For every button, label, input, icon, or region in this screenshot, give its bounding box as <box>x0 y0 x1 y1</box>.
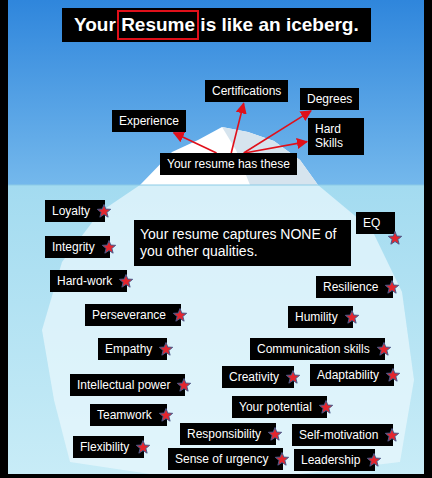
quality-box: Intellectual power <box>70 374 185 396</box>
star-symbol <box>388 231 402 245</box>
star-symbol <box>136 440 150 454</box>
star-symbol <box>159 408 173 422</box>
box-text: EQ <box>363 216 380 230</box>
star-symbol <box>97 204 111 218</box>
star-symbol <box>386 368 400 382</box>
star-shape <box>389 232 402 245</box>
star-symbol <box>268 427 282 441</box>
star-symbol <box>159 342 173 356</box>
quality-box: Communication skills <box>250 338 385 360</box>
iceberg-underwater <box>42 185 414 474</box>
star-shape <box>173 309 186 322</box>
box-text: Communication skills <box>257 342 370 356</box>
star-shape <box>268 428 281 441</box>
box-text: Teamwork <box>97 408 152 422</box>
box-text: Your resume captures NONE of you other q… <box>140 226 345 260</box>
star-shape <box>386 281 399 294</box>
quality-box: EQ <box>356 212 395 234</box>
label-box: Certifications <box>205 80 288 102</box>
arrow-connector <box>174 133 217 153</box>
quality-box: Flexibility <box>73 436 144 458</box>
label-box: Experience <box>112 110 186 132</box>
label-box: Degrees <box>300 88 359 110</box>
star-shape <box>160 343 173 356</box>
star-shape <box>137 441 150 454</box>
box-text: Humility <box>295 310 338 324</box>
star-symbol <box>275 452 289 466</box>
quality-box: Integrity <box>45 236 110 258</box>
box-text: Hard Skills <box>315 122 357 151</box>
quality-box: Leadership <box>294 449 375 471</box>
star-symbol <box>177 378 191 392</box>
box-text: Adaptability <box>317 368 379 382</box>
label-box: Hard Skills <box>308 118 364 155</box>
box-text: Resilience <box>323 280 378 294</box>
quality-box: Responsibility <box>180 423 276 445</box>
quality-box: Your potential <box>232 396 327 418</box>
star-shape <box>120 275 133 288</box>
star-shape <box>368 454 381 467</box>
quality-box: Loyalty <box>45 200 105 222</box>
star-symbol <box>119 274 133 288</box>
star-symbol <box>385 280 399 294</box>
quality-box: Humility <box>288 306 353 328</box>
water <box>8 185 424 474</box>
box-text: Degrees <box>307 92 352 106</box>
box-text: Loyalty <box>52 204 90 218</box>
star-symbol <box>385 428 399 442</box>
star-shape <box>345 311 358 324</box>
quality-box: Sense of urgency <box>168 448 283 470</box>
star-shape <box>286 371 299 384</box>
quality-box: Empathy <box>98 338 167 360</box>
star-symbol <box>102 240 116 254</box>
star-shape <box>377 343 390 356</box>
quality-box: Adaptability <box>310 364 394 386</box>
quality-box: Teamwork <box>90 404 167 426</box>
box-text: Your resume has these <box>167 157 290 171</box>
box-text: Leadership <box>301 453 360 467</box>
box-text: Intellectual power <box>77 378 170 392</box>
star-shape <box>159 409 172 422</box>
box-text: Flexibility <box>80 440 129 454</box>
star-shape <box>386 369 399 382</box>
star-shape <box>102 241 115 254</box>
label-box: Your resume has these <box>160 153 297 175</box>
arrow-connector <box>245 142 307 153</box>
box-text: Perseverance <box>92 308 166 322</box>
star-shape <box>97 205 110 218</box>
box-text: Empathy <box>105 342 152 356</box>
star-symbol <box>173 308 187 322</box>
star-symbol <box>377 342 391 356</box>
quality-box: Creativity <box>222 366 294 388</box>
box-text: Self-motivation <box>299 428 378 442</box>
box-text: Responsibility <box>187 427 261 441</box>
star-symbol <box>367 453 381 467</box>
star-shape <box>276 453 289 466</box>
quality-box: Resilience <box>316 276 393 298</box>
box-text: Sense of urgency <box>175 452 268 466</box>
sky <box>8 0 424 185</box>
arrow-connector <box>231 103 243 153</box>
star-symbol <box>319 400 333 414</box>
box-text: Creativity <box>229 370 279 384</box>
star-symbol <box>345 310 359 324</box>
arrow-connector <box>244 111 311 153</box>
star-shape <box>319 401 332 414</box>
box-text: Hard-work <box>57 274 112 288</box>
box-text: Integrity <box>52 240 95 254</box>
iceberg-tip <box>140 127 318 185</box>
box-text: Your potential <box>239 400 312 414</box>
star-shape <box>178 379 191 392</box>
quality-box: Self-motivation <box>292 424 393 446</box>
box-text: Experience <box>119 114 179 128</box>
star-shape <box>386 429 399 442</box>
box-text: Certifications <box>212 84 281 98</box>
waterline <box>8 185 424 186</box>
quality-box: Perseverance <box>85 304 181 326</box>
quality-box: Hard-work <box>50 270 127 292</box>
title-banner: Your Resume is like an iceberg. <box>62 8 371 42</box>
star-symbol <box>286 370 300 384</box>
label-box: Your resume captures NONE of you other q… <box>134 220 351 266</box>
